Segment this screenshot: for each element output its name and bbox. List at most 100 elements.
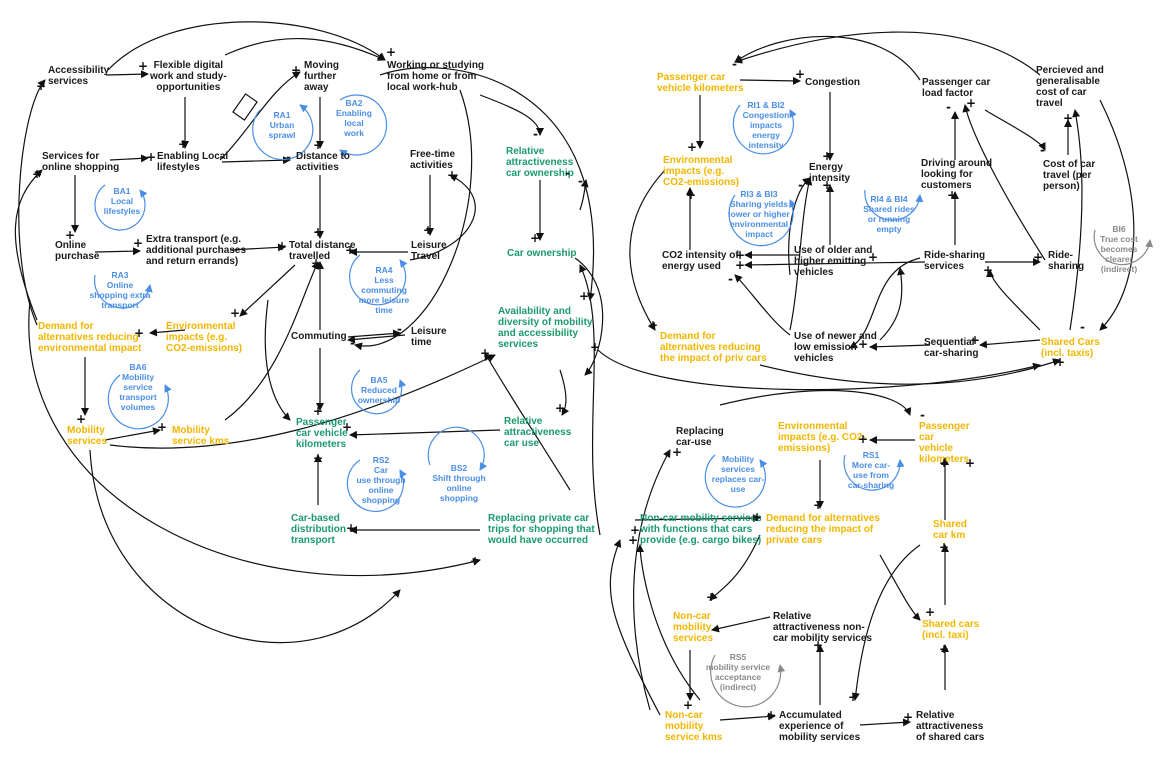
node-availability-diversity: Availability and diversity of mobility a…: [498, 306, 593, 350]
polarity-sign: -: [732, 57, 737, 71]
polarity-sign: +: [311, 256, 322, 270]
polarity-sign: -: [350, 336, 355, 350]
node-free-time-activities: Free-time activities: [410, 149, 456, 171]
polarity-sign: -: [798, 178, 803, 192]
polarity-sign: +: [630, 523, 641, 537]
polarity-sign: +: [342, 420, 353, 434]
node-extra-transport: Extra transport (e.g. additional purchas…: [146, 234, 247, 267]
loop-ri4-bi4: RI4 & BI4 Shared rides or running empty: [863, 194, 915, 234]
polarity-sign: +: [648, 318, 659, 332]
polarity-sign: -: [920, 408, 925, 422]
polarity-sign: +: [683, 698, 694, 712]
node-rel-attr-car-ownership: Relative attractiveness car ownership: [506, 146, 574, 179]
polarity-sign: +: [686, 188, 697, 202]
loop-ri1-bi2: RI1 & BI2 Congestion impacts energy inte…: [742, 100, 790, 150]
polarity-sign: +: [672, 445, 683, 459]
polarity-sign: +: [65, 228, 76, 242]
polarity-sign: +: [628, 533, 639, 547]
node-online-purchase: Online purchase: [55, 240, 100, 262]
node-demand-alternatives-env: Demand for alternatives reducing environ…: [38, 321, 142, 354]
polarity-sign: +: [939, 540, 950, 554]
polarity-sign: +: [423, 223, 434, 237]
node-distance-to-activities: Distance to activities: [296, 151, 350, 173]
polarity-sign: +: [590, 340, 601, 354]
polarity-sign: +: [277, 239, 288, 253]
loop-rs5: RS5 mobility service acceptance (indirec…: [705, 652, 771, 692]
polarity-sign: +: [858, 337, 869, 351]
node-moving-further-away: Moving further away: [304, 60, 339, 93]
polarity-sign: +: [822, 178, 833, 192]
node-replacing-car-use: Replacing car-use: [676, 426, 724, 448]
node-congestion: Congestion: [805, 77, 860, 88]
node-passenger-car-vkm-left: Passenger car vehicle kilometers: [296, 417, 348, 450]
node-car-based-distribution: Car-based distribution transport: [291, 513, 346, 546]
node-commuting: Commuting: [291, 331, 347, 342]
polarity-sign: +: [965, 456, 976, 470]
polarity-sign: -: [286, 150, 291, 164]
loop-ba6: BA6 Mobility service transport volumes: [119, 362, 157, 412]
loop-rs1: RS1 More car- use from car-sharing: [847, 450, 895, 490]
loop-bs2: BS2 Shift through online shopping: [432, 463, 486, 503]
polarity-sign: +: [470, 554, 481, 568]
polarity-sign: +: [134, 326, 145, 340]
polarity-sign: +: [735, 258, 746, 272]
polarity-sign: +: [291, 63, 302, 77]
polarity-sign: +: [230, 306, 241, 320]
polarity-sign: -: [1080, 320, 1085, 334]
polarity-sign: +: [966, 96, 977, 110]
node-env-impacts-tr: Environmental impacts (e.g. CO2-emission…: [663, 155, 740, 188]
node-mobility-service-kms: Mobility service kms: [172, 425, 230, 447]
polarity-sign: +: [32, 167, 43, 181]
loop-ra1: RA1 Urban sprawl: [268, 110, 296, 140]
polarity-sign: +: [1063, 111, 1074, 125]
polarity-sign: +: [530, 231, 541, 245]
polarity-sign: +: [146, 150, 157, 164]
node-rel-attr-car-use: Relative attractiveness car use: [504, 416, 572, 449]
loop-ba5: BA5 Reduced ownership: [357, 375, 401, 405]
node-demand-alternatives-br: Demand for alternatives reducing the imp…: [766, 513, 880, 546]
polarity-sign: +: [970, 333, 981, 347]
polarity-sign: -: [533, 127, 538, 141]
node-older-vehicles: Use of older and higher emitting vehicle…: [794, 245, 873, 278]
node-leisure-travel: Leisure Travel: [411, 240, 447, 262]
polarity-sign: +: [687, 140, 698, 154]
polarity-sign: -: [946, 100, 951, 114]
polarity-sign: +: [848, 690, 859, 704]
node-cost-per-person: Cost of car travel (per person): [1043, 159, 1096, 192]
polarity-sign: -: [728, 272, 733, 286]
node-passenger-car-load-factor: Passenger car load factor: [922, 77, 991, 99]
polarity-sign: +: [579, 289, 590, 303]
loop-mobility-replaces-car-use: Mobility services replaces car- use: [711, 454, 765, 494]
polarity-sign: +: [386, 45, 397, 59]
polarity-sign: +: [939, 642, 950, 656]
polarity-sign: +: [178, 137, 189, 151]
polarity-sign: +: [706, 590, 717, 604]
polarity-sign: -: [397, 322, 402, 336]
node-env-impacts-br: Environmental impacts (e.g. CO2- emissio…: [778, 421, 866, 454]
node-enabling-local-lifestyles: Enabling Local lifestyles: [157, 151, 229, 173]
node-newer-vehicles: Use of newer and low emission vehicles: [794, 331, 877, 364]
node-energy-intensity: Energy intensity: [809, 162, 851, 184]
polarity-sign: +: [480, 346, 491, 360]
node-non-car-functions: Non-car mobility services with functions…: [640, 513, 762, 546]
polarity-sign: +: [822, 149, 833, 163]
polarity-sign: +: [735, 248, 746, 262]
node-car-ownership: Car ownership: [507, 248, 577, 259]
polarity-sign: +: [313, 404, 324, 418]
node-accessibility-services: Accessibility services: [48, 65, 110, 87]
polarity-sign: +: [345, 243, 356, 257]
polarity-sign: +: [1055, 355, 1066, 369]
node-passenger-car-vkm-br: Passenger car vehicle kilometers: [919, 421, 970, 465]
node-non-car-mobility-services: Non-car mobility services: [673, 611, 714, 644]
node-total-distance-travelled: Total distance travelled: [289, 240, 356, 262]
node-rel-attr-non-car: Relative attractiveness non- car mobilit…: [773, 611, 872, 644]
node-shared-car-km: Shared car km: [933, 519, 967, 541]
node-demand-alternatives-priv: Demand for alternatives reducing the imp…: [660, 331, 767, 364]
polarity-sign: +: [133, 236, 144, 250]
polarity-sign: +: [313, 225, 324, 239]
loop-ra3: RA3 Online shopping extra transport: [89, 270, 151, 310]
node-services-online-shopping: Services for online shopping: [42, 151, 120, 173]
polarity-sign: +: [157, 420, 168, 434]
polarity-sign: +: [868, 250, 879, 264]
